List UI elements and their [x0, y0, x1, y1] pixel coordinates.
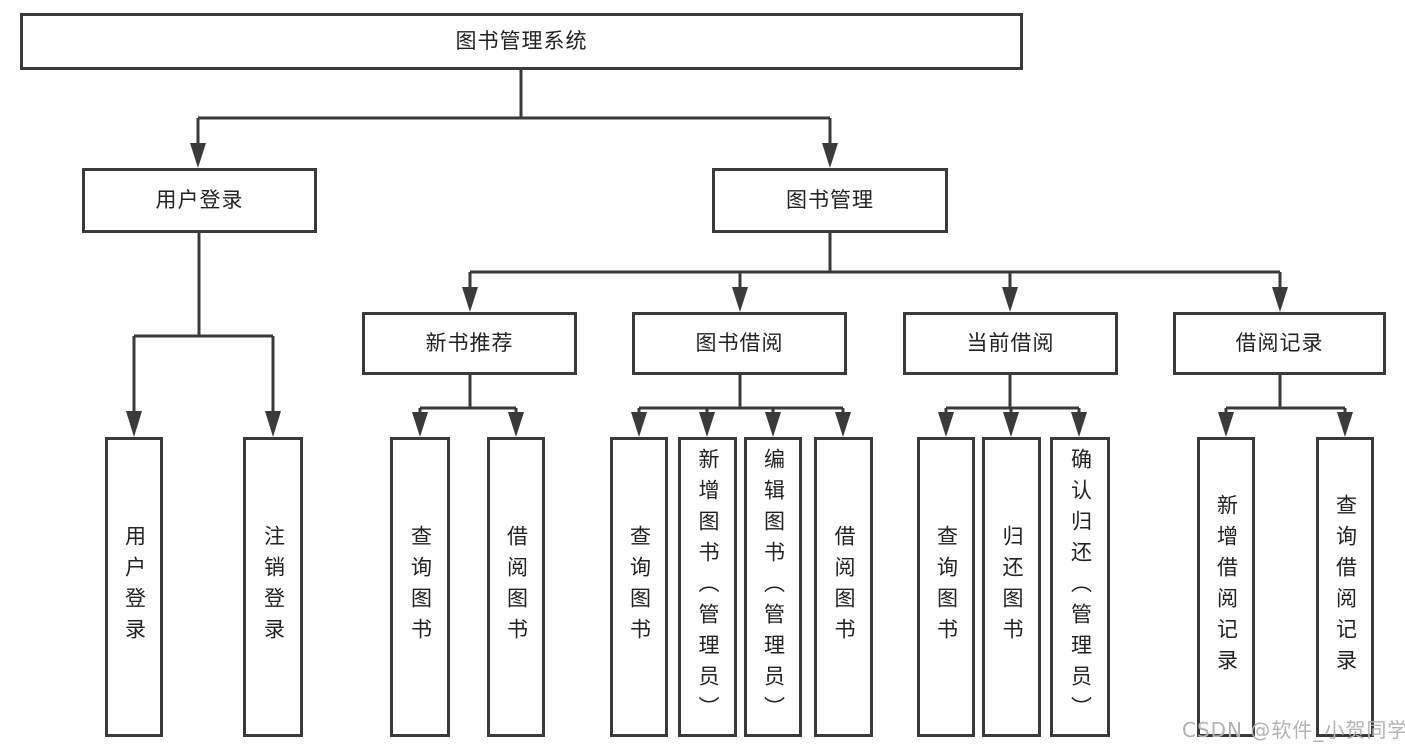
watermark: CSDN @软件_小贺同学: [1182, 718, 1405, 742]
node-new-book-recommend: 新书推荐: [362, 312, 577, 375]
node-leaf-query-books-borrow: 查询图书: [610, 437, 668, 737]
node-book-borrow: 图书借阅: [632, 312, 847, 375]
node-leaf-query-books-recommend: 查询图书: [390, 437, 450, 737]
node-user-login: 用户登录: [82, 168, 317, 233]
node-leaf-edit-books-admin: 编辑图书（管理员）: [744, 437, 802, 737]
node-root-system: 图书管理系统: [20, 13, 1023, 70]
node-leaf-borrow-books: 借阅图书: [814, 437, 873, 737]
node-book-management: 图书管理: [712, 168, 948, 233]
node-leaf-query-borrow-record: 查询借阅记录: [1316, 437, 1374, 737]
node-leaf-query-books-current: 查询图书: [917, 437, 975, 737]
node-leaf-return-books: 归还图书: [982, 437, 1041, 737]
node-leaf-confirm-return-admin: 确认归还（管理员）: [1050, 437, 1110, 737]
node-current-borrow: 当前借阅: [903, 312, 1118, 375]
node-leaf-logout: 注销登录: [243, 437, 303, 737]
node-leaf-borrow-books-recommend: 借阅图书: [487, 437, 545, 737]
node-leaf-add-borrow-record: 新增借阅记录: [1197, 437, 1255, 737]
node-borrow-records: 借阅记录: [1173, 312, 1386, 375]
node-leaf-add-books-admin: 新增图书（管理员）: [678, 437, 737, 737]
node-leaf-user-login: 用户登录: [105, 437, 163, 737]
